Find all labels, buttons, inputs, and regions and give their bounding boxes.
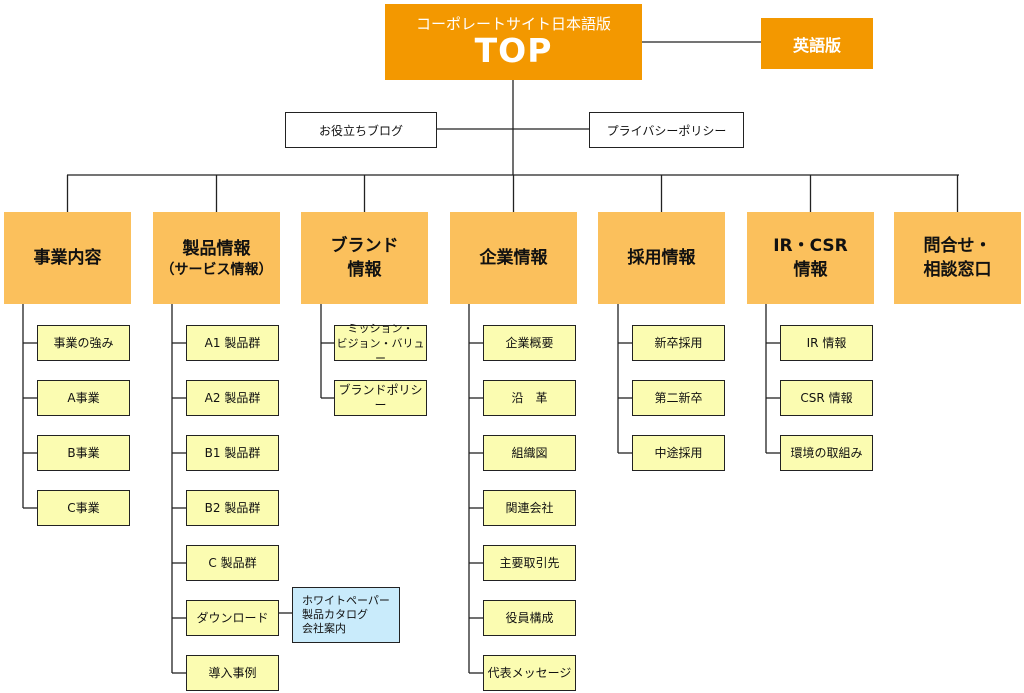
- english-version-label: 英語版: [792, 35, 841, 55]
- download-note-item: ホワイトペーパー: [302, 594, 390, 607]
- top-page-box: コーポレートサイト日本語版 TOP: [385, 4, 642, 80]
- page-box: 環境の取組み: [780, 435, 873, 471]
- category-box-0: 事業内容: [4, 212, 131, 304]
- page-label: A2 製品群: [204, 390, 261, 405]
- page-label: C事業: [67, 500, 100, 515]
- page-label: ダウンロード: [196, 610, 269, 625]
- top-title: TOP: [474, 31, 553, 70]
- page-label: A事業: [67, 390, 100, 405]
- blog-box: お役立ちブログ: [285, 112, 437, 148]
- page-label: B2 製品群: [204, 500, 261, 515]
- category-box-2: ブランド情報: [301, 212, 428, 304]
- category-title: 企業情報: [479, 248, 548, 268]
- page-box: 新卒採用: [632, 325, 725, 361]
- page-box: A事業: [37, 380, 130, 416]
- page-label: ミッション・ ビジョン・バリュー: [336, 321, 425, 365]
- category-title: 採用情報: [627, 248, 696, 268]
- page-label: 沿 革: [511, 390, 548, 405]
- category-box-3: 企業情報: [450, 212, 577, 304]
- page-box: 中途採用: [632, 435, 725, 471]
- category-title: 問合せ・: [923, 236, 992, 256]
- page-box: 沿 革: [483, 380, 576, 416]
- page-box: ダウンロード: [186, 600, 279, 636]
- page-box: B2 製品群: [186, 490, 279, 526]
- page-box: ブランドポリシー: [334, 380, 427, 416]
- category-title: 製品情報: [182, 239, 251, 259]
- privacy-policy-box: プライバシーポリシー: [589, 112, 744, 148]
- page-label: B事業: [67, 445, 100, 460]
- page-box: IR 情報: [780, 325, 873, 361]
- page-box: A2 製品群: [186, 380, 279, 416]
- page-label: 企業概要: [505, 335, 554, 350]
- page-label: A1 製品群: [204, 335, 261, 350]
- top-subtitle: コーポレートサイト日本語版: [415, 15, 611, 33]
- page-label: IR 情報: [806, 335, 847, 350]
- page-box: 企業概要: [483, 325, 576, 361]
- page-box: 導入事例: [186, 655, 279, 691]
- category-subtitle: 情報: [793, 260, 828, 280]
- page-label: 主要取引先: [499, 555, 560, 570]
- download-note-item: 会社案内: [302, 622, 346, 635]
- page-box: 代表メッセージ: [483, 655, 576, 691]
- blog-label: お役立ちブログ: [318, 123, 403, 138]
- page-label: 新卒採用: [654, 335, 703, 350]
- page-label: 環境の取組み: [790, 445, 863, 460]
- english-version-box: 英語版: [761, 18, 873, 69]
- page-label: 中途採用: [654, 445, 703, 460]
- page-label: 組織図: [511, 445, 548, 460]
- page-label: B1 製品群: [204, 445, 261, 460]
- category-subtitle: （サービス情報）: [160, 262, 273, 278]
- page-label: 導入事例: [208, 665, 257, 680]
- category-title: ブランド: [330, 236, 399, 256]
- category-box-6: 問合せ・相談窓口: [894, 212, 1021, 304]
- page-box: 役員構成: [483, 600, 576, 636]
- page-label: 事業の強み: [53, 335, 114, 350]
- category-subtitle: 相談窓口: [923, 260, 992, 280]
- page-label: 役員構成: [505, 610, 554, 625]
- privacy-policy-label: プライバシーポリシー: [606, 123, 727, 138]
- page-box: 組織図: [483, 435, 576, 471]
- category-title: IR・CSR: [773, 236, 848, 256]
- page-box: ミッション・ ビジョン・バリュー: [334, 322, 427, 365]
- page-box: CSR 情報: [780, 380, 873, 416]
- page-box: C 製品群: [186, 545, 279, 581]
- category-box-5: IR・CSR 情報: [747, 212, 874, 304]
- page-box: 第二新卒: [632, 380, 725, 416]
- page-label: 第二新卒: [654, 390, 703, 405]
- page-label: ブランドポリシー: [338, 383, 423, 412]
- page-box: 主要取引先: [483, 545, 576, 581]
- category-title: 事業内容: [33, 248, 102, 268]
- page-box: A1 製品群: [186, 325, 279, 361]
- page-box: 関連会社: [483, 490, 576, 526]
- download-note-item: 製品カタログ: [302, 608, 368, 621]
- page-label: 代表メッセージ: [487, 665, 572, 680]
- page-label: CSR 情報: [800, 390, 853, 405]
- page-box: B1 製品群: [186, 435, 279, 471]
- page-label: 関連会社: [505, 500, 554, 515]
- category-box-4: 採用情報: [598, 212, 725, 304]
- category-box-1: 製品情報 （サービス情報）: [153, 212, 280, 304]
- page-box: C事業: [37, 490, 130, 526]
- page-label: C 製品群: [208, 555, 257, 570]
- category-subtitle: 情報: [347, 260, 382, 280]
- page-box: 事業の強み: [37, 325, 130, 361]
- download-note-box: ホワイトペーパー製品カタログ会社案内: [292, 587, 400, 643]
- page-box: B事業: [37, 435, 130, 471]
